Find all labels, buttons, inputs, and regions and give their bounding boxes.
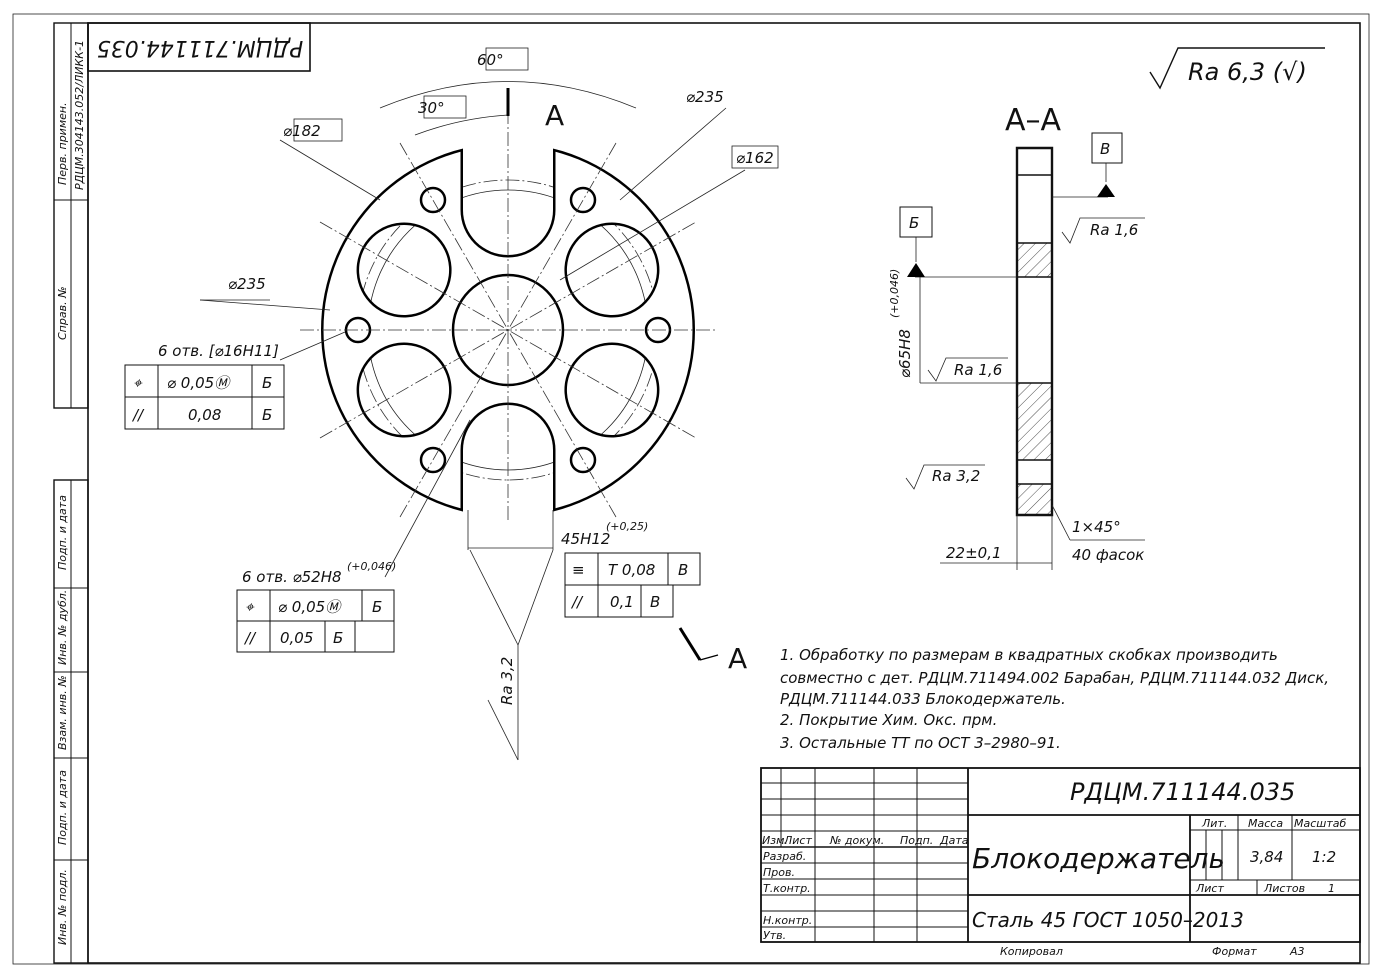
fcf2-dat2: Б <box>333 629 343 647</box>
label-sprav: Справ. № <box>56 286 69 340</box>
title_block-list: Лист <box>1195 882 1224 895</box>
dims-d65: ⌀65Н8 <box>896 329 914 378</box>
title_block-podp: Подп. <box>900 834 933 847</box>
fcf3-val1: Т 0,08 <box>608 561 655 579</box>
fcf1-sym2: // <box>131 406 145 424</box>
dim-holes-52: 6 отв. ⌀52Н8 <box>242 568 342 586</box>
roughness_general: Ra 6,3 (√) <box>1188 58 1307 86</box>
section-a-a: А–А В Б Ra 1,6 Ra 1,6 Ra 3,2 ⌀65Н8 (+0,0… <box>888 103 1145 570</box>
label-inv-podl: Инв. № подл. <box>56 869 69 945</box>
fcf3-sym1: ≡ <box>572 561 585 579</box>
datum-b-box <box>899 206 933 238</box>
tb-designation: РДЦМ.711144.035 <box>1070 778 1295 806</box>
label-vzam-inv: Взам. инв. № <box>56 675 69 750</box>
title_block-razrab: Разраб. <box>763 850 806 863</box>
dims-datum_v: В <box>1100 140 1110 158</box>
dim-holes-16: 6 отв. [⌀16Н11] <box>158 342 279 360</box>
dim-slot: 45Н12 <box>561 530 610 548</box>
fcf2-dat1: Б <box>372 598 382 616</box>
title_block-doc: № докум. <box>829 834 884 847</box>
title_block-izm: Изм. <box>762 834 788 847</box>
cut-label-top: А <box>545 99 564 132</box>
side-column: Перв. примен. РДЦМ.304143.052/ЛИКК-1 Спр… <box>53 22 89 964</box>
title_block-nkontr: Н.контр. <box>763 914 812 927</box>
title_block-listov_value: 1 <box>1328 882 1335 895</box>
tb-mass: 3,84 <box>1250 848 1283 866</box>
dims-ra16_b: Ra 1,6 <box>954 361 1002 379</box>
title_block-lit: Лит. <box>1201 817 1227 830</box>
footer-format-value: А3 <box>1289 945 1305 958</box>
notes-4: 3. Остальные ТТ по ОСТ 3–2980–91. <box>780 734 1061 752</box>
fcf3-dat2: В <box>650 593 660 611</box>
dim-d182: ⌀182 <box>283 122 321 140</box>
notes-1: совместно с дет. РДЦМ.711494.002 Барабан… <box>780 669 1329 687</box>
tb-material: Сталь 45 ГОСТ 1050–2013 <box>972 908 1244 932</box>
dim-angle-30: 30° <box>418 99 445 117</box>
title_block-list_col: Лист <box>783 834 812 847</box>
title_block-prov: Пров. <box>763 866 795 879</box>
fcf3-val2: 0,1 <box>610 593 634 611</box>
technical-notes: 1. Обработку по размерам в квадратных ск… <box>780 646 1329 752</box>
small-holes <box>344 186 672 474</box>
fcf1-sym1: ⌖ <box>133 374 143 392</box>
dim-d235-left: ⌀235 <box>228 275 266 293</box>
notes-2: РДЦМ.711144.033 Блокодержатель. <box>780 690 1066 708</box>
fcf2-val2: 0,05 <box>280 629 313 647</box>
dim-angle-60: 60° <box>477 51 504 69</box>
dims-thk: 22±0,1 <box>946 544 1002 562</box>
dims-chamfer_count: 40 фасок <box>1072 546 1144 564</box>
label-inv-dubl: Инв. № дубл. <box>56 590 69 665</box>
fcf2-sym2: // <box>243 629 257 647</box>
title_block-listov: Листов <box>1263 882 1305 895</box>
datum-v-box <box>1091 132 1123 164</box>
tb-scale: 1:2 <box>1312 848 1336 866</box>
dims-datum_b: Б <box>909 214 919 232</box>
title_block-masshtab: Масштаб <box>1294 817 1346 830</box>
fcf3-dat1: В <box>678 561 688 579</box>
label-perv-primen: Перв. примен. <box>56 102 69 185</box>
fcf-holes-52: ⌖ ⌀ 0,05Ⓜ Б // 0,05 Б <box>236 589 395 653</box>
section-title: А–А <box>1005 103 1062 138</box>
title_block-utv: Утв. <box>763 929 786 942</box>
drawing-frame <box>87 22 1361 964</box>
fcf1-val1: ⌀ 0,05Ⓜ <box>167 374 231 392</box>
label-podp-data: Подп. и дата <box>56 495 69 570</box>
tb-part-name: Блокодержатель <box>972 842 1225 875</box>
dims-ra16_a: Ra 1,6 <box>1090 221 1138 239</box>
notes-3: 2. Покрытие Хим. Окс. прм. <box>780 711 997 729</box>
dim-d235-top: ⌀235 <box>686 88 724 106</box>
dims-ra32_side: Ra 3,2 <box>932 467 980 485</box>
dim-slot-tol: (+0,25) <box>606 520 648 533</box>
fcf1-dat1: Б <box>262 374 272 392</box>
footer-format-label: Формат <box>1212 945 1257 958</box>
label-podp-data-2: Подп. и дата <box>56 770 69 845</box>
disk-main-view: А А 60° 30° ⌀235 ⌀182 ⌀162 ⌀235 6 отв. [… <box>158 47 779 761</box>
dim-holes-52-tol: (+0,046) <box>347 560 396 573</box>
fcf2-val1: ⌀ 0,05Ⓜ <box>278 598 342 616</box>
notes-0: 1. Обработку по размерам в квадратных ск… <box>780 646 1278 664</box>
roughness-bottom: Ra 3,2 <box>498 657 516 705</box>
title_block-tkontr: Т.контр. <box>763 882 811 895</box>
fcf3-sym2: // <box>570 593 584 611</box>
cut-label-bottom: А <box>728 642 747 675</box>
roughness-general: Ra 6,3 (√) <box>1149 47 1325 90</box>
center-lines <box>300 110 715 520</box>
value-perv-primen: РДЦМ.304143.052/ЛИКК-1 <box>73 40 86 190</box>
dim-d162: ⌀162 <box>736 149 774 167</box>
dims-chamfer: 1×45° <box>1072 518 1121 536</box>
title_block-massa: Масса <box>1248 817 1283 830</box>
rotated-designation: РДЦМ.711144.035 <box>97 35 303 60</box>
fcf2-sym1: ⌖ <box>245 598 255 616</box>
fcf-holes-16: ⌖ ⌀ 0,05Ⓜ Б // 0,08 Б <box>124 364 285 430</box>
fcf1-val2: 0,08 <box>188 406 221 424</box>
dims-d65_tol: (+0,046) <box>888 269 901 318</box>
title_block-data: Дата <box>939 834 969 847</box>
section-cut-mark-bottom <box>678 627 702 661</box>
fcf1-dat2: Б <box>262 406 272 424</box>
sheet-outer-border <box>12 13 1370 965</box>
title-block: РДЦМ.711144.035 Блокодержатель Сталь 45 … <box>760 767 1361 958</box>
footer-copied: Копировал <box>1000 945 1063 958</box>
